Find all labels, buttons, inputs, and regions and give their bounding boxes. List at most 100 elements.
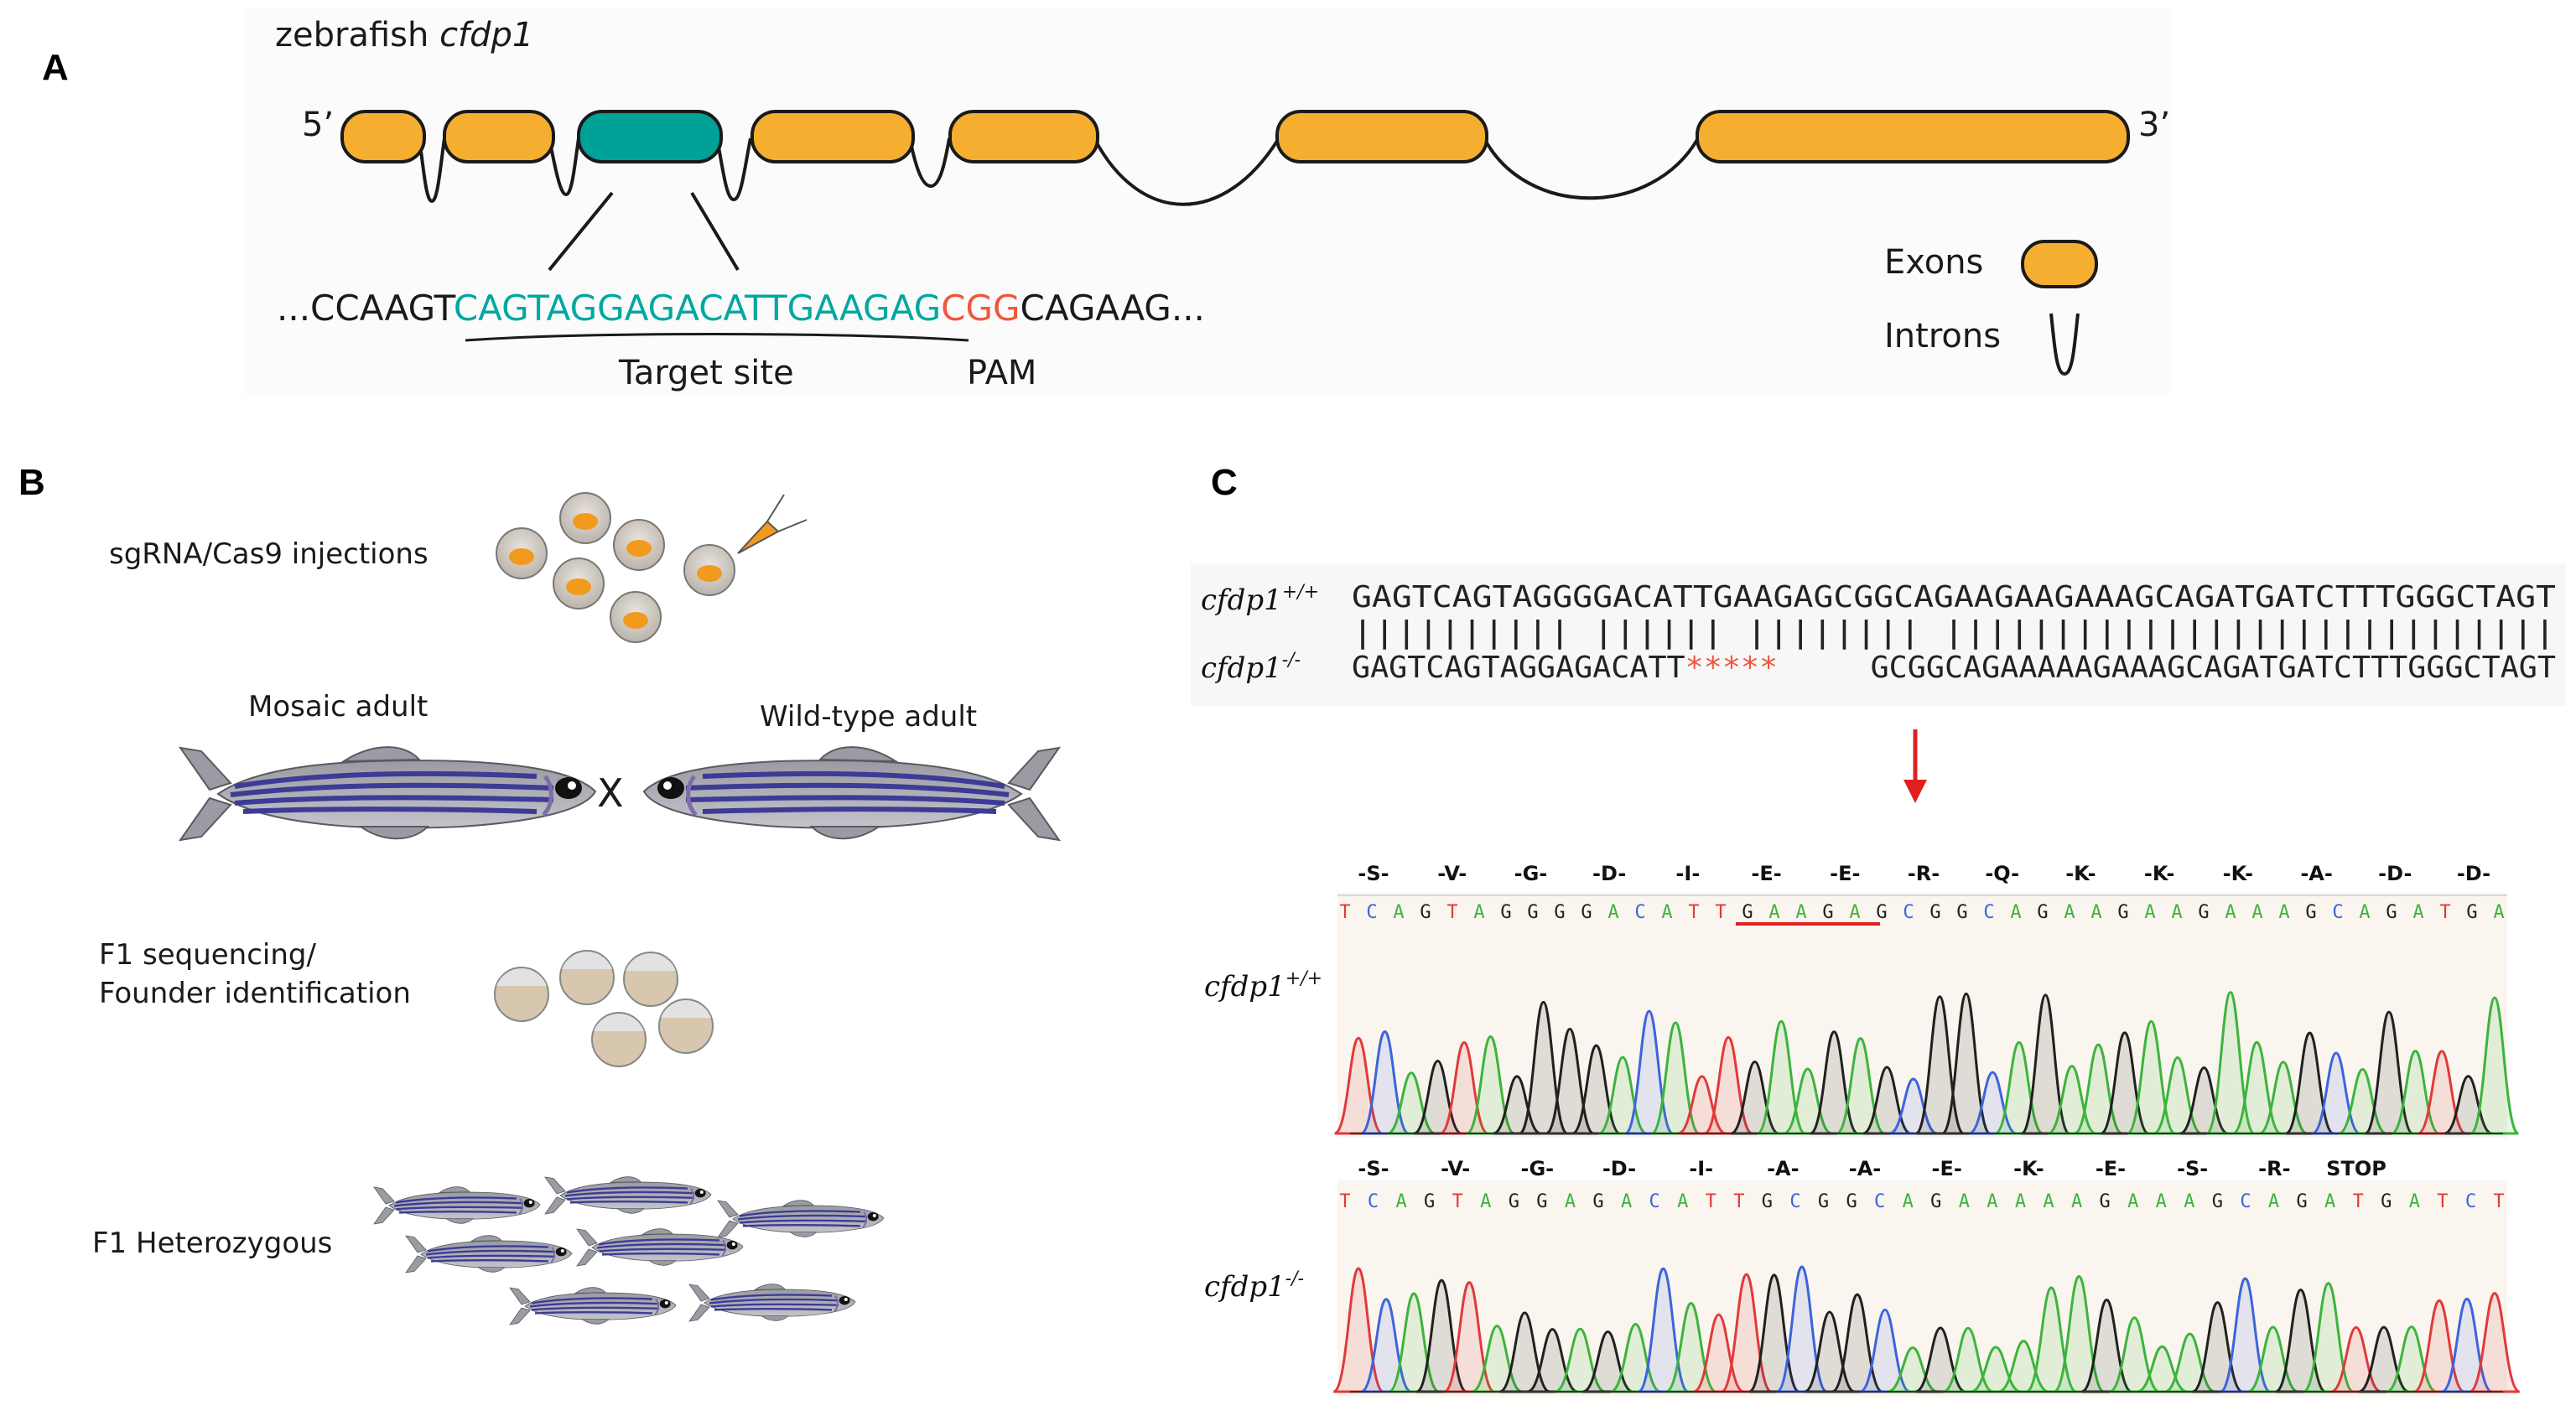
basecall-letter: T — [1688, 902, 1699, 923]
f1-fish-icon — [577, 1229, 743, 1266]
trace-peak — [2303, 1282, 2355, 1393]
wt-trace-genotype: cfdp1+/+ — [1204, 968, 1322, 1004]
exon-2 — [443, 110, 555, 163]
trace-peak — [2444, 1075, 2493, 1135]
trace-peak — [1776, 1265, 1828, 1393]
basecall-letter: A — [1607, 902, 1618, 923]
trace-peak — [2220, 1277, 2272, 1393]
ko-genotype-label: cfdp1-/- — [1201, 650, 1301, 685]
exon-3-target — [577, 110, 723, 163]
basecall-letter: G — [2386, 902, 2397, 923]
trace-peak — [1997, 1340, 2049, 1393]
wildtype-adult-label: Wild-type adult — [760, 700, 977, 734]
ko-gene: cfdp1 — [1201, 651, 1282, 685]
basecall-letter: A — [2156, 1191, 2167, 1212]
basecall-letter: G — [2305, 902, 2316, 923]
ko-seq-a: GAGTCAGTAGGAGACATT — [1352, 651, 1685, 685]
amino-acid-label: -A- — [2300, 862, 2333, 885]
basecall-letter: T — [2353, 1191, 2364, 1212]
ko-trace-sup: -/- — [1285, 1268, 1304, 1289]
trace-peak — [2153, 1056, 2202, 1135]
trace-peak — [2080, 1299, 2132, 1393]
amino-acid-label: -V- — [1441, 1157, 1470, 1180]
basecall-letter: G — [1762, 1191, 1773, 1212]
basecall-letter: A — [2071, 1191, 2082, 1212]
embryo — [623, 952, 678, 1007]
gene-title-name: cfdp1 — [439, 16, 533, 54]
embryo — [559, 492, 611, 544]
basecall-letter: T — [2437, 1191, 2448, 1212]
gene-title-prefix: zebrafish — [275, 16, 439, 54]
basecall-letter: G — [1536, 1191, 1547, 1212]
basecall-letter: T — [1715, 902, 1726, 923]
mosaic-fish-icon — [180, 747, 595, 840]
wt-trace-gene: cfdp1 — [1204, 970, 1285, 1004]
intron-6 — [1483, 137, 1700, 200]
embryo — [613, 519, 665, 571]
embryo — [553, 558, 605, 609]
trace-peak — [2108, 1316, 2160, 1393]
trace-peak — [2205, 991, 2256, 1135]
basecall-letter: C — [1366, 902, 1377, 923]
basecall-letter: G — [2198, 902, 2209, 923]
intron-5 — [1093, 137, 1280, 206]
trace-peak — [1704, 1035, 1753, 1135]
basecall-letter: G — [1956, 902, 1967, 923]
basecall-letter: A — [2043, 1191, 2054, 1212]
basecall-letter: A — [2015, 1191, 2026, 1212]
trace-peak — [1571, 1044, 1621, 1135]
f1-fish-icon — [689, 1284, 855, 1321]
basecall-letter: A — [1677, 1191, 1688, 1212]
basecall-letter: A — [2090, 902, 2101, 923]
injected-embryos — [496, 492, 735, 643]
step-sequencing-label-2: Founder identification — [99, 977, 411, 1010]
trace-peak — [1466, 1035, 1515, 1135]
basecall-letter: G — [2466, 902, 2477, 923]
f1-fish-icon — [510, 1288, 676, 1325]
panel-b: B sgRNA/Cas9 injections Mosaic adult Wil… — [18, 462, 1059, 1325]
cross-symbol: X — [597, 770, 624, 816]
trace-peak — [2232, 1040, 2282, 1135]
embryo — [494, 967, 549, 1022]
basecall-letter: A — [2184, 1191, 2194, 1212]
basecall-letter: C — [1368, 1191, 1379, 1212]
basecall-letter: T — [1446, 902, 1457, 923]
ko-trace-genotype: cfdp1-/- — [1204, 1268, 1304, 1304]
wildtype-fish-icon — [644, 747, 1059, 840]
trace-peak — [1665, 1302, 1717, 1393]
exon-6 — [1275, 110, 1488, 163]
amino-acid-label: -S- — [2177, 1157, 2208, 1180]
amino-acid-label: -V- — [1437, 862, 1467, 885]
panel-a-letter: A — [42, 47, 69, 88]
introns — [418, 137, 1700, 206]
exon-7 — [1696, 110, 2130, 163]
amino-acid-label: -G- — [1514, 862, 1548, 885]
basecall-letter: C — [1983, 902, 1994, 923]
panel-c: C cfdp1+/+ cfdp1-/- GAGTCAGTAGGGGACATTGA… — [1191, 462, 2566, 1397]
zoom-line-right — [690, 191, 740, 272]
wt-sup: +/+ — [1282, 582, 1319, 603]
trace-peak — [2364, 1010, 2414, 1135]
basecall-letter: A — [1395, 1191, 1406, 1212]
basecall-letter: A — [2268, 1191, 2279, 1212]
seq-pam: CGG — [941, 288, 1020, 329]
f1-embryos — [494, 950, 714, 1067]
injection-needle-icon — [737, 494, 808, 554]
basecall-letter: A — [2409, 1191, 2420, 1212]
trace-peak — [1493, 1075, 1541, 1135]
basecall-letter: A — [1768, 902, 1779, 923]
basecall-letter: T — [2493, 1191, 2504, 1212]
basecall-letter: G — [1742, 902, 1753, 923]
basecall-letter: A — [2171, 902, 2182, 923]
step-sequencing-label-1: F1 sequencing/ — [99, 938, 316, 972]
basecall-letter: A — [2324, 1191, 2335, 1212]
basecall-letter: C — [2465, 1191, 2476, 1212]
five-prime-label: 5’ — [302, 106, 334, 144]
trace-peak — [2470, 996, 2520, 1135]
basecall-letter: A — [2225, 902, 2236, 923]
amino-acid-label: -E- — [1751, 862, 1781, 885]
target-underline — [465, 333, 969, 342]
trace-peak — [2469, 1292, 2521, 1393]
wt-trace-sup: +/+ — [1285, 968, 1322, 989]
basecall-letter: A — [1565, 1191, 1576, 1212]
